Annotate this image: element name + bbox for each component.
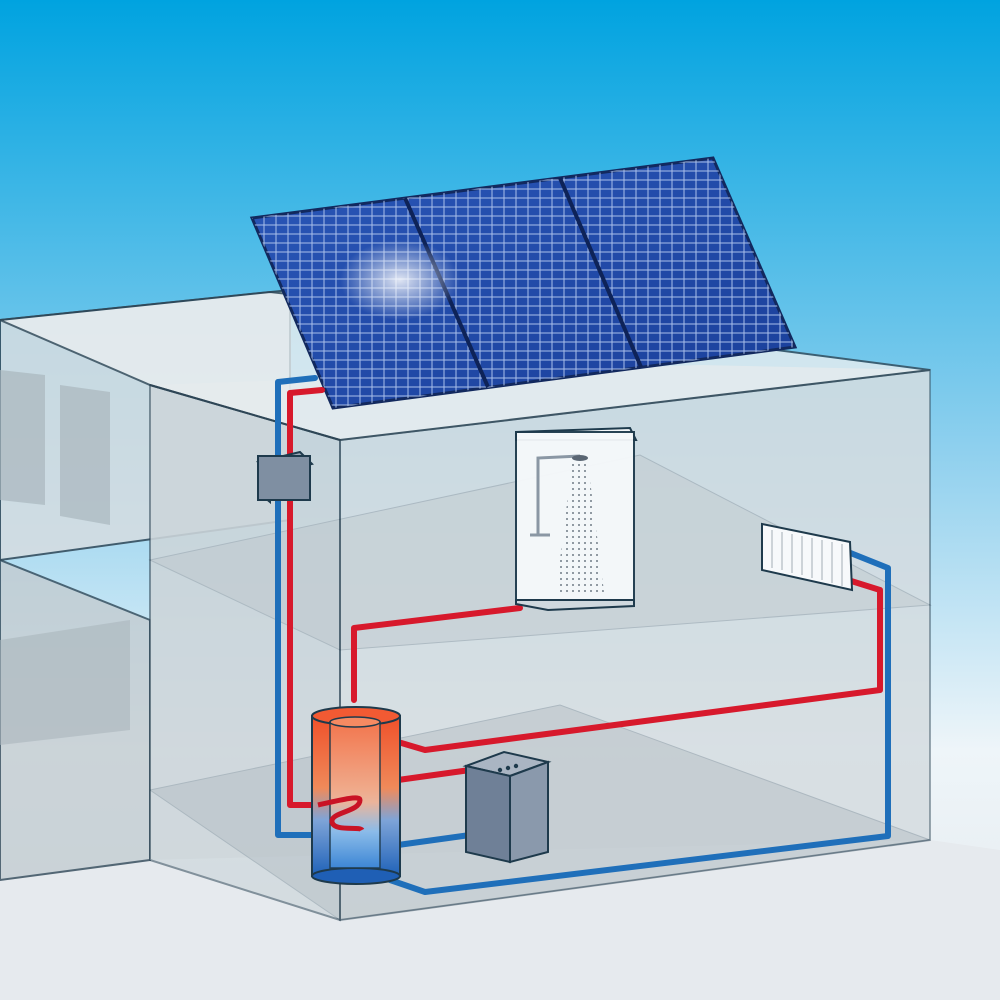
pipes [275,375,891,895]
control-unit-icon [256,450,314,505]
boiler-icon [462,750,552,864]
shower-icon [515,426,638,612]
radiator-icon [761,522,854,592]
solar-panel-icon [249,156,798,410]
cold-pipe [387,549,891,895]
window [60,385,110,525]
cold-pipe [275,375,321,838]
window [0,370,45,505]
hot-pipe [395,767,473,783]
ground [0,840,1000,1000]
cold-pipe [395,832,473,848]
hot-pipe [395,577,883,753]
window [0,620,130,745]
roof-edge [149,384,341,441]
storage-tank-icon [311,706,401,885]
hot-pipe [351,605,523,703]
